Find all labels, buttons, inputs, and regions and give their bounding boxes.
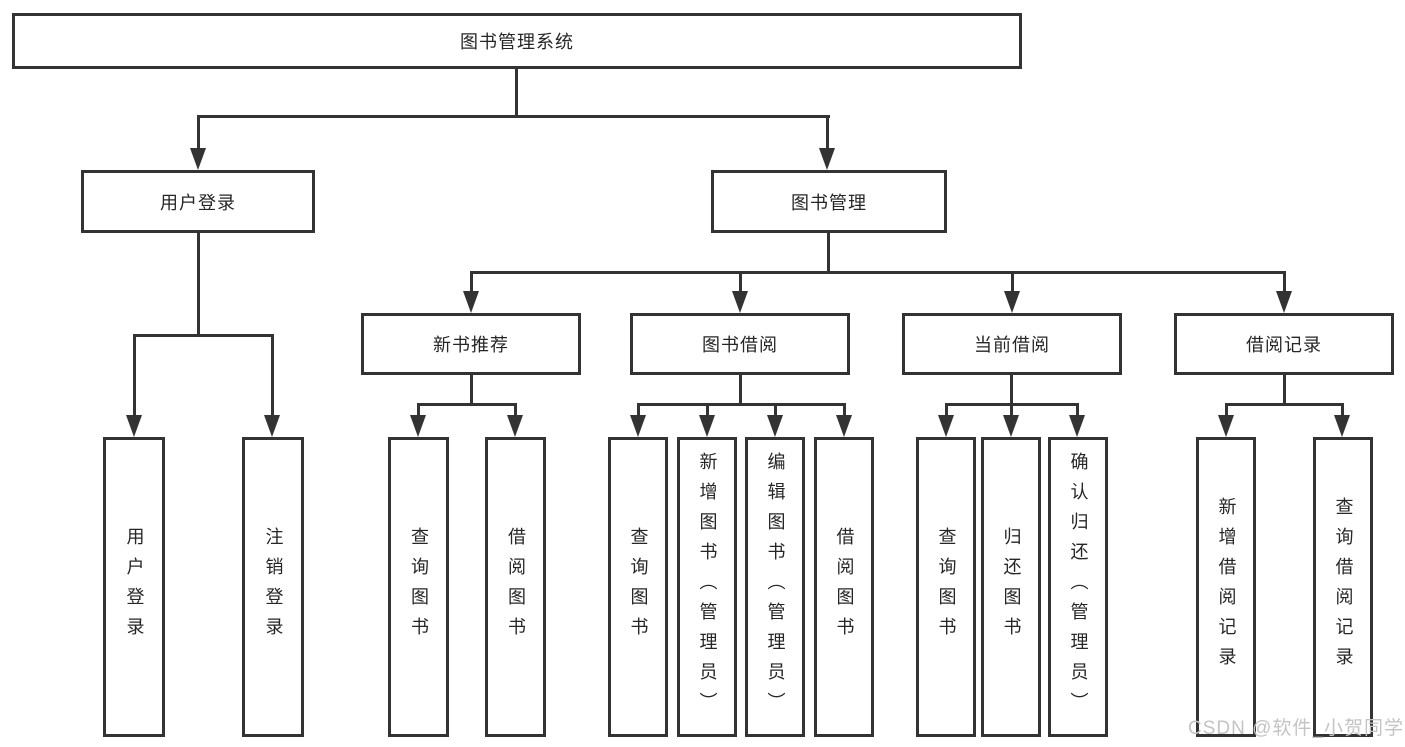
leaf-add-books-admin-label: 新增图书（管理员） [697,452,718,722]
node-book-borrowing-label: 图书借阅 [702,335,778,355]
connector-line [133,334,136,418]
connector-line [1283,271,1286,295]
arrow-down-icon [819,148,835,170]
connector-line [827,233,830,274]
leaf-add-books-admin: 新增图书（管理员） [677,437,737,737]
leaf-query-borrow-record: 查询借阅记录 [1313,437,1373,737]
leaf-borrow-books-label: 借阅图书 [834,527,855,647]
leaf-user-login-label: 用户登录 [124,527,145,647]
arrow-down-icon [732,291,748,313]
connector-line [417,403,420,418]
connector-line [1076,403,1079,418]
leaf-query-books-current: 查询图书 [916,437,976,737]
arrow-down-icon [410,415,426,437]
leaf-logout-label: 注销登录 [263,527,284,647]
leaf-add-borrow-record: 新增借阅记录 [1196,437,1256,737]
leaf-confirm-return-admin: 确认归还（管理员） [1048,437,1108,737]
leaf-query-books-borrow-label: 查询图书 [628,527,649,647]
arrow-down-icon [1003,415,1019,437]
arrow-down-icon [1218,415,1234,437]
connector-line [470,375,473,405]
connector-line [271,334,274,418]
leaf-confirm-return-admin-label: 确认归还（管理员） [1068,452,1089,722]
leaf-return-books: 归还图书 [981,437,1041,737]
leaf-edit-books-admin: 编辑图书（管理员） [745,437,805,737]
connector-line [1341,403,1344,418]
connector-line [706,403,709,418]
arrow-down-icon [126,415,142,437]
leaf-return-books-label: 归还图书 [1001,527,1022,647]
connector-line [637,403,845,406]
leaf-borrow-books-recommend-label: 借阅图书 [505,527,526,647]
arrow-down-icon [507,415,523,437]
node-current-borrowing: 当前借阅 [902,313,1122,375]
node-user-login-label: 用户登录 [160,192,236,213]
connector-line [1011,271,1014,295]
connector-line [470,271,1286,274]
connector-line [515,69,518,118]
connector-line [1010,375,1013,405]
node-book-management-label: 图书管理 [791,192,867,213]
node-user-login: 用户登录 [81,170,315,233]
csdn-watermark: CSDN @软件_小贺同学 [1188,718,1404,739]
leaf-query-books-borrow: 查询图书 [608,437,668,737]
arrow-down-icon [699,415,715,437]
connector-line [1283,375,1286,405]
leaf-borrow-books-recommend: 借阅图书 [485,437,546,737]
connector-line [739,271,742,295]
node-library-system: 图书管理系统 [12,13,1022,69]
arrow-down-icon [1004,291,1020,313]
leaf-query-borrow-record-label: 查询借阅记录 [1333,497,1354,677]
connector-line [417,403,517,406]
arrow-down-icon [938,415,954,437]
connector-line [197,233,200,337]
connector-line [197,115,200,151]
connector-line [826,115,829,151]
leaf-user-login: 用户登录 [103,437,165,737]
connector-line [739,375,742,405]
arrow-down-icon [836,415,852,437]
leaf-add-borrow-record-label: 新增借阅记录 [1216,497,1237,677]
connector-line [1010,403,1013,418]
node-new-book-recommendation-label: 新书推荐 [433,335,509,355]
connector-line [945,403,948,418]
leaf-query-books-recommend-label: 查询图书 [408,527,429,647]
leaf-edit-books-admin-label: 编辑图书（管理员） [765,452,786,722]
node-book-management: 图书管理 [711,170,947,233]
arrow-down-icon [1334,415,1350,437]
connector-line [1225,403,1228,418]
arrow-down-icon [463,291,479,313]
arrow-down-icon [630,415,646,437]
arrow-down-icon [1069,415,1085,437]
arrow-down-icon [1276,291,1292,313]
connector-line [774,403,777,418]
node-borrowing-records-label: 借阅记录 [1246,335,1322,355]
connector-line [637,403,640,418]
arrow-down-icon [264,415,280,437]
connector-line [843,403,846,418]
leaf-query-books-current-label: 查询图书 [936,527,957,647]
node-borrowing-records: 借阅记录 [1174,313,1394,375]
leaf-query-books-recommend: 查询图书 [388,437,449,737]
leaf-logout: 注销登录 [242,437,304,737]
node-new-book-recommendation: 新书推荐 [361,313,581,375]
leaf-borrow-books: 借阅图书 [814,437,874,737]
node-book-borrowing: 图书借阅 [630,313,850,375]
node-library-system-label: 图书管理系统 [460,32,574,52]
connector-line [470,271,473,295]
connector-line [514,403,517,418]
arrow-down-icon [767,415,783,437]
arrow-down-icon [190,148,206,170]
connector-line [197,115,830,118]
connector-line [133,334,274,337]
node-current-borrowing-label: 当前借阅 [974,335,1050,355]
connector-line [1225,403,1344,406]
